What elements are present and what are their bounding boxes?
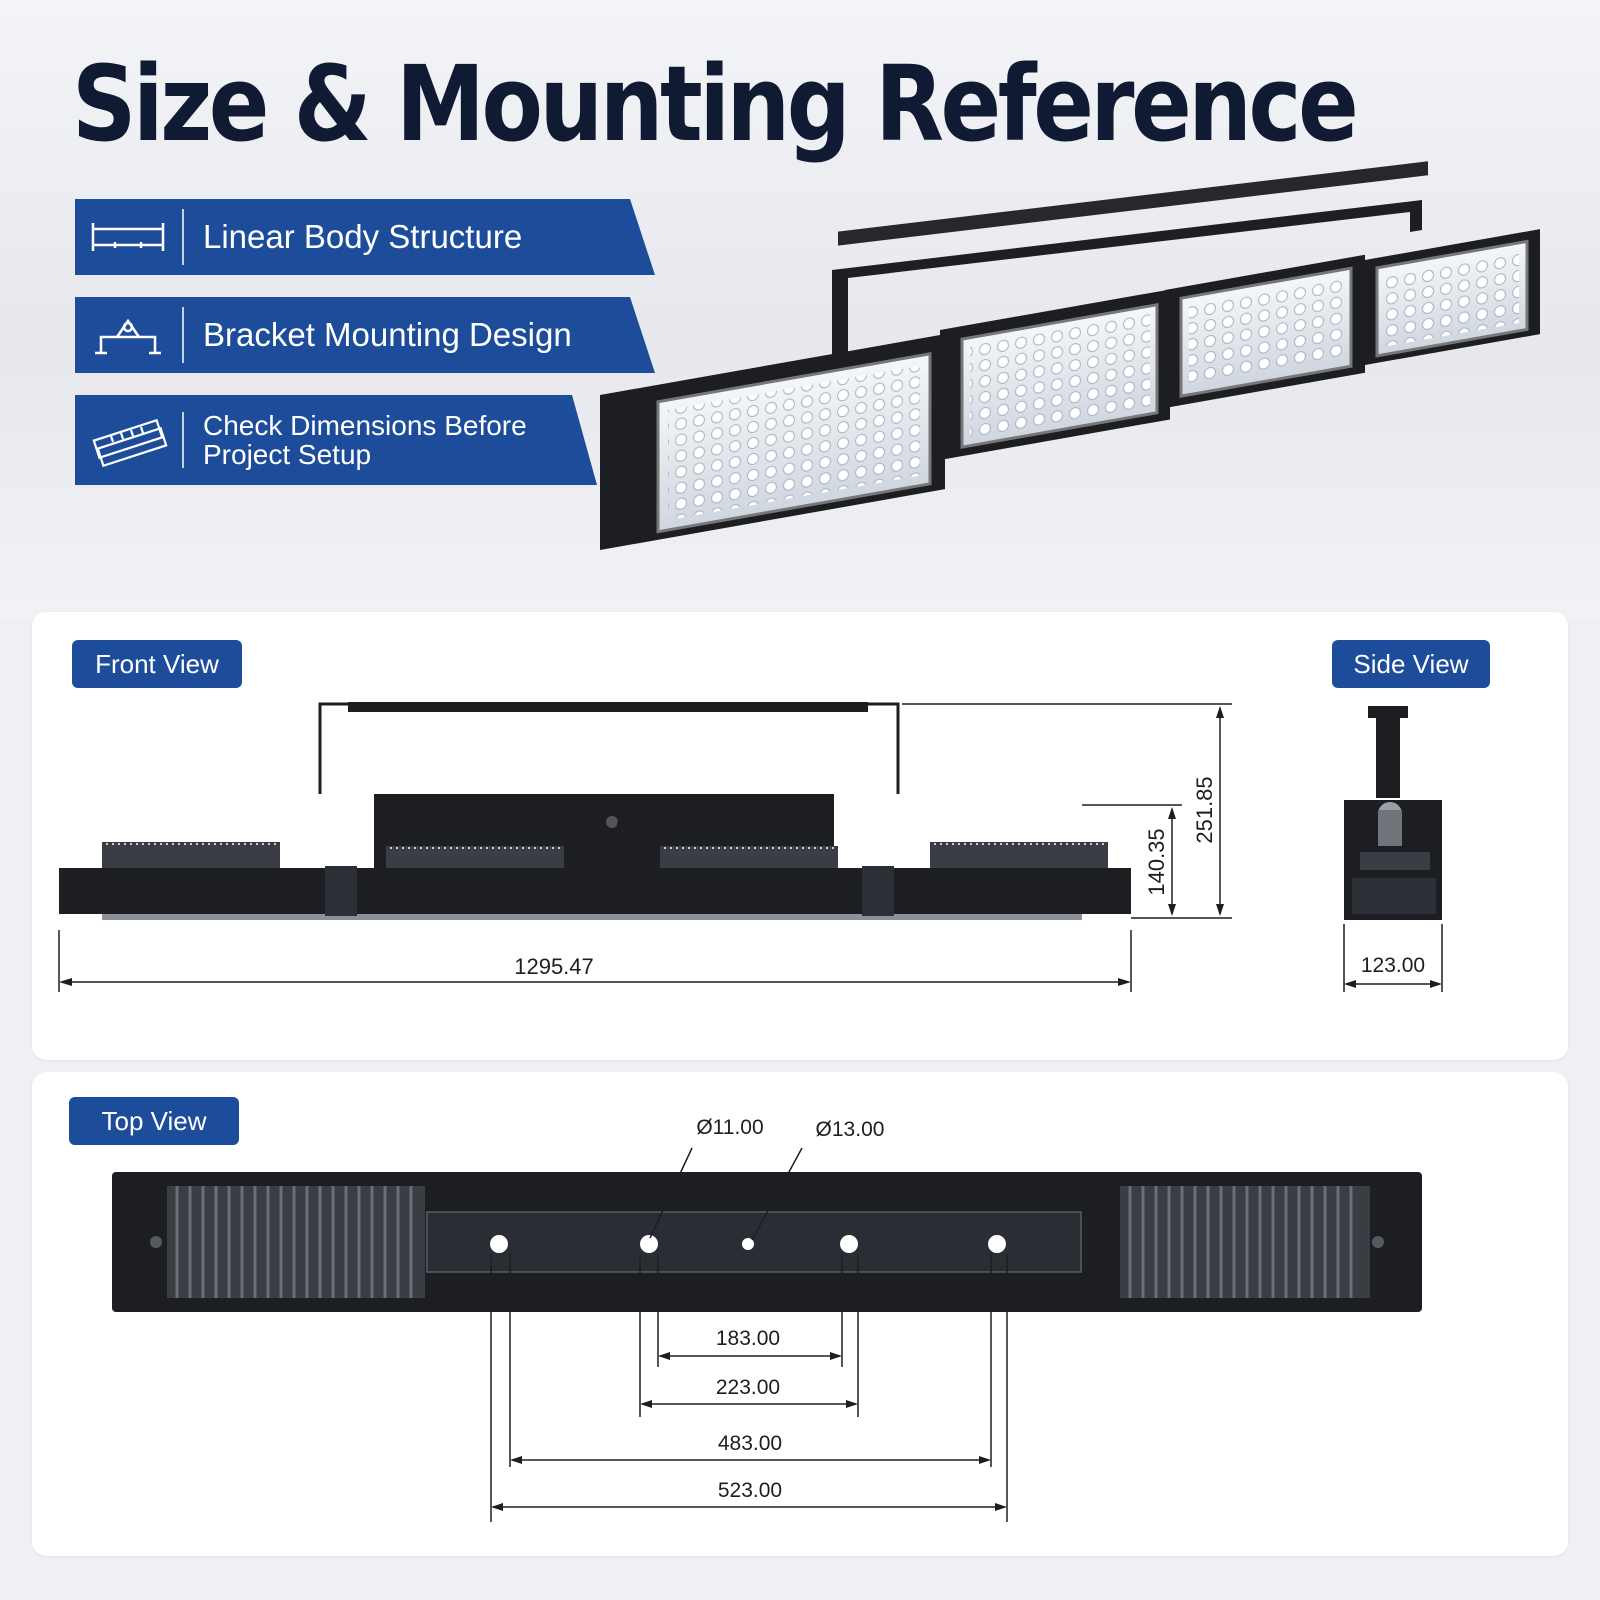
light-module: [940, 289, 1170, 460]
hole-small-label: Ø11.00: [696, 1116, 763, 1139]
top-dimensions: [490, 1254, 1008, 1522]
front-view-drawing: 1295.47 140.35 251.85: [58, 702, 1232, 992]
feature-label-line1: Check Dimensions Before: [203, 409, 527, 441]
hole-large-label: Ø13.00: [816, 1118, 885, 1141]
front-side-view-panel: Front View Side View: [32, 612, 1568, 1060]
heatsink-right: [1120, 1186, 1370, 1298]
dim-width-label: 123.00: [1361, 954, 1425, 977]
fin-lines: [175, 1186, 1353, 1298]
light-module: [600, 334, 945, 550]
side-view-drawing: 123.00: [1343, 706, 1443, 992]
bracket-mount-icon: [95, 318, 161, 355]
mounting-bracket: [832, 200, 1422, 378]
light-module: [1365, 229, 1540, 365]
feature-linear-body: Linear Body Structure: [75, 199, 655, 275]
bracket-bar: [348, 702, 868, 712]
dim-total-height-label: 251.85: [1192, 776, 1217, 843]
ruler-check-icon: [92, 418, 168, 468]
feature-label: Bracket Mounting Design: [203, 315, 572, 353]
front-body: [59, 868, 1131, 914]
top-view-panel: Top View Ø11.00 Ø13.00: [32, 1072, 1568, 1556]
dim-223-label: 223.00: [716, 1376, 780, 1399]
dim-183-label: 183.00: [716, 1327, 780, 1350]
feature-divider: [182, 412, 184, 468]
dim-body-height-label: 140.35: [1144, 828, 1169, 895]
feature-label-line2: Project Setup: [203, 439, 372, 470]
feature-divider: [182, 307, 184, 363]
linear-ruler-icon: [91, 223, 165, 251]
mounting-plate: [426, 1211, 1082, 1273]
feature-label: Check Dimensions Before Project Setup: [203, 395, 527, 485]
feature-check-dimensions: Check Dimensions Before Project Setup: [75, 395, 597, 485]
front-bracket: [318, 702, 900, 794]
page-title: Size & Mounting Reference: [72, 43, 1359, 165]
front-view-tag: Front View: [72, 640, 242, 688]
feature-bracket-mounting: Bracket Mounting Design: [75, 297, 655, 373]
dim-length-label: 1295.47: [514, 954, 594, 979]
top-view-tag: Top View: [69, 1097, 239, 1145]
front-dimensions: [58, 703, 1232, 992]
product-render: [600, 161, 1540, 550]
mounting-holes: [490, 1235, 1006, 1253]
light-module: [1165, 254, 1365, 408]
dim-483-label: 483.00: [718, 1432, 782, 1455]
heatsink-left: [167, 1186, 425, 1298]
leader-lines: [649, 1147, 803, 1241]
feature-divider: [182, 209, 184, 265]
dim-523-label: 523.00: [718, 1479, 782, 1502]
side-view-tag: Side View: [1332, 640, 1490, 688]
feature-label: Linear Body Structure: [203, 217, 523, 255]
top-view-drawing: Ø11.00 Ø13.00 183.00 223.00 483.00 523.0…: [112, 1116, 1422, 1522]
